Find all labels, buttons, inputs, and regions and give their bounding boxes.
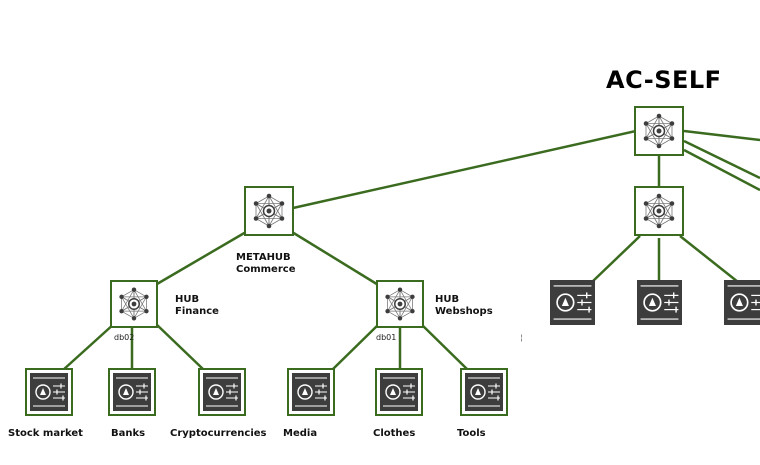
edge-root-offscreen-1 — [683, 129, 760, 142]
right-hub-node[interactable] — [634, 186, 684, 236]
hub-webshops-label-line1: HUB — [435, 294, 460, 305]
root-hub-node[interactable] — [634, 106, 684, 156]
leaf-clothes[interactable] — [375, 368, 423, 416]
network-hub-icon — [385, 287, 415, 321]
leaf-label-stock-market: Stock market — [8, 428, 83, 439]
edge-righthub-leaf-3 — [679, 235, 739, 283]
edge-root-offscreen-2 — [683, 139, 760, 180]
network-hub-icon — [643, 113, 675, 149]
data-panel-icon — [292, 373, 330, 411]
right-leaf-1[interactable] — [550, 280, 595, 325]
edge-metahub-webshops — [291, 230, 381, 288]
metahub-label: METAHUB Commerce — [236, 252, 295, 276]
leaf-banks[interactable] — [108, 368, 156, 416]
hub-finance-node[interactable] — [110, 280, 158, 328]
edge-root-offscreen-3 — [683, 148, 760, 192]
hub-finance-label-line2: Finance — [175, 306, 219, 317]
edge-webshops-tools — [419, 322, 469, 371]
data-panel-icon — [113, 373, 151, 411]
leaf-tools[interactable] — [460, 368, 508, 416]
leaf-media[interactable] — [287, 368, 335, 416]
data-panel-icon — [380, 373, 418, 411]
edge-webshops-media — [331, 322, 381, 371]
connector-tick: ¦ — [520, 333, 523, 342]
diagram-title: AC-SELF — [606, 66, 722, 94]
hub-webshops-label-line2: Webshops — [435, 306, 493, 317]
leaf-label-cryptocurrencies: Cryptocurrencies — [170, 428, 267, 439]
leaf-cryptocurrencies[interactable] — [198, 368, 246, 416]
hub-finance-label-line1: HUB — [175, 294, 200, 305]
leaf-label-tools: Tools — [457, 428, 486, 439]
data-panel-icon — [465, 373, 503, 411]
hub-finance-label: HUB Finance — [175, 294, 219, 318]
edge-root-metahub — [292, 129, 637, 210]
metahub-node[interactable] — [244, 186, 294, 236]
leaf-stock-market[interactable] — [25, 368, 73, 416]
leaf-label-media: Media — [283, 428, 318, 439]
network-hub-icon — [119, 287, 149, 321]
hub-webshops-node[interactable] — [376, 280, 424, 328]
edge-finance-stock — [62, 322, 116, 371]
right-leaf-2[interactable] — [637, 280, 682, 325]
metahub-label-line2: Commerce — [236, 264, 296, 275]
data-panel-icon — [637, 280, 682, 325]
hub-webshops-label: HUB Webshops — [435, 294, 493, 318]
data-panel-icon — [30, 373, 68, 411]
data-panel-icon — [724, 280, 760, 325]
network-hub-icon — [643, 193, 675, 229]
leaf-label-banks: Banks — [111, 428, 146, 439]
data-panel-icon — [203, 373, 241, 411]
edge-finance-crypto — [154, 322, 205, 371]
hub-finance-tag: db02 — [114, 333, 135, 342]
data-panel-icon — [550, 280, 595, 325]
right-leaf-3[interactable] — [724, 280, 760, 325]
leaf-label-clothes: Clothes — [373, 428, 416, 439]
hub-webshops-tag: db01 — [376, 333, 397, 342]
edge-metahub-finance — [156, 230, 247, 286]
network-hub-icon — [253, 193, 285, 229]
metahub-label-line1: METAHUB — [236, 252, 291, 263]
edge-righthub-leaf-1 — [591, 235, 641, 283]
